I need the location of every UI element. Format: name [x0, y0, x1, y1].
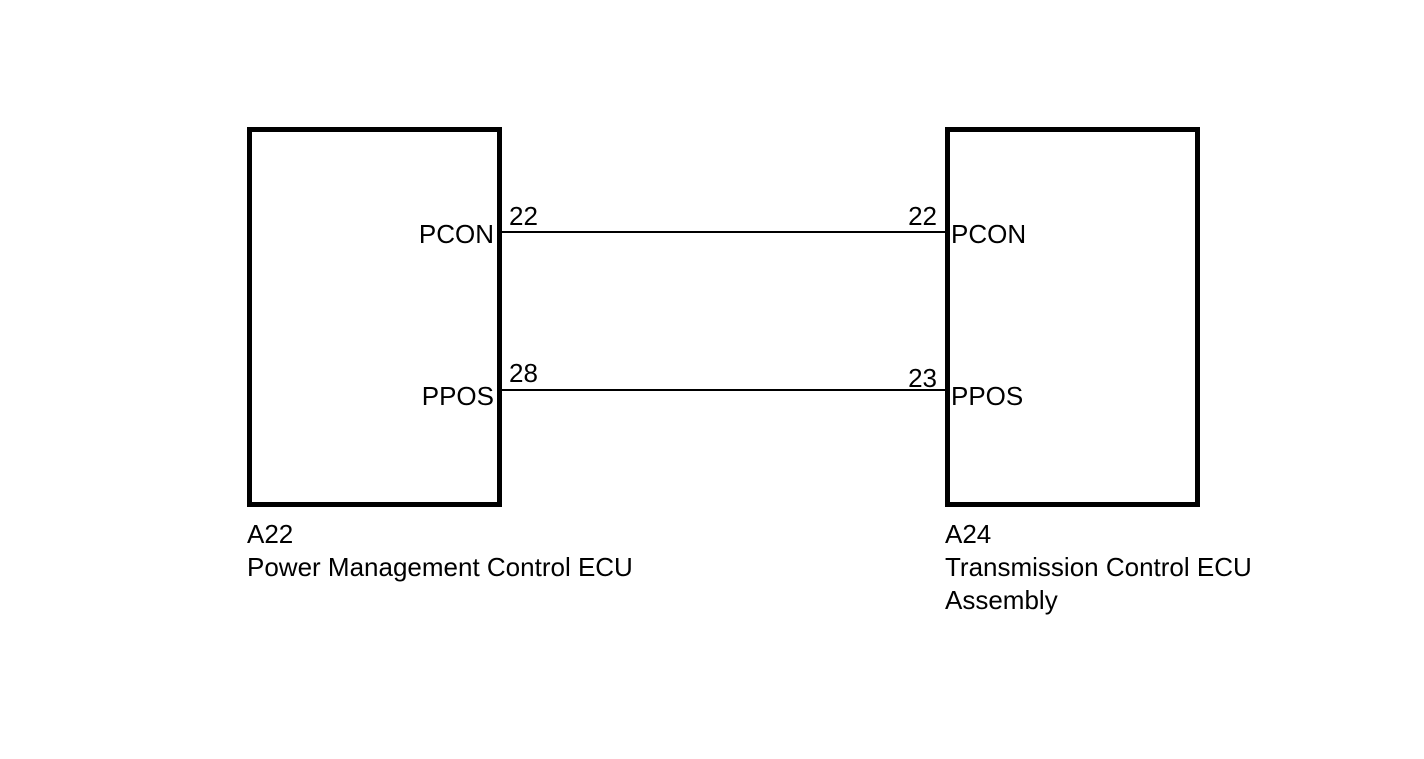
pin-label-a22-pcon: PCON: [418, 219, 494, 249]
wire-pcon: [500, 231, 947, 233]
component-name-a24-line1: Transmission Control ECU: [945, 552, 1252, 582]
pin-number-a24-pcon: 22: [908, 201, 937, 231]
component-code-a24: A24: [945, 519, 992, 549]
ecu-box-a22-power-management: [247, 127, 502, 507]
pin-label-a24-ppos: PPOS: [951, 381, 1024, 411]
component-code-a22: A22: [247, 519, 294, 549]
component-name-a24-line2: Assembly: [945, 585, 1058, 615]
pin-number-a22-pcon: 22: [509, 201, 538, 231]
pin-label-a24-pcon: PCON: [951, 219, 1027, 249]
caption-a22: A22 Power Management Control ECU: [247, 518, 633, 584]
pin-number-a24-ppos: 23: [908, 363, 937, 393]
ecu-box-a24-transmission-control: [945, 127, 1200, 507]
component-name-a22: Power Management Control ECU: [247, 552, 633, 582]
caption-a24: A24 Transmission Control ECU Assembly: [945, 518, 1252, 617]
pin-label-a22-ppos: PPOS: [421, 381, 494, 411]
pin-number-a22-ppos: 28: [509, 358, 538, 388]
wire-ppos: [500, 389, 947, 391]
